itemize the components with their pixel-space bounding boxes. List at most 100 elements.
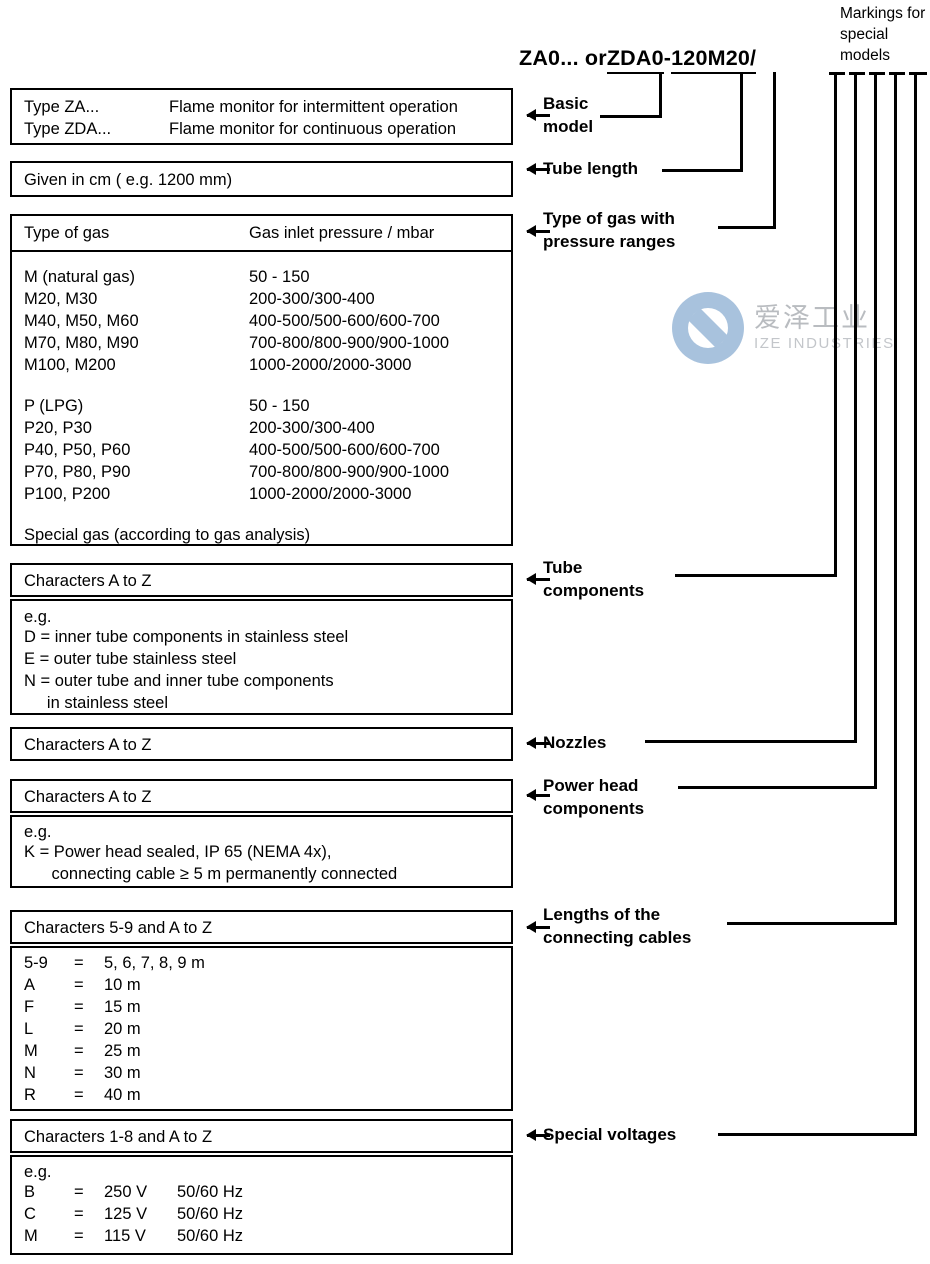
model-code-part-5: M20/ [707,46,757,74]
box-tube-components-header: Characters A to Z [10,563,513,597]
gas-row-8-c2: 400-500/500-600/600-700 [249,441,440,459]
basic-model-row-0-c1: Type ZA... [24,98,100,116]
special-voltages-header-c1: Characters 1-8 and A to Z [24,1128,213,1146]
gas-row-7-c1: P20, P30 [24,419,92,437]
connector-vline-power-head [874,72,877,788]
box-special-voltages-header: Characters 1-8 and A to Z [10,1119,513,1153]
cable-row-0-code: 5-9 [24,954,48,972]
drop-cap-1 [829,72,845,75]
cable-row-4-value: 25 m [104,1042,141,1060]
tube-components-line-4: in stainless steel [24,694,168,712]
cable-row-6-eq: = [74,1086,84,1104]
tube-components-line-2: E = outer tube stainless steel [24,650,237,668]
tube-length-row-0-c1: Given in cm ( e.g. 1200 mm) [24,171,233,189]
cable-row-3-eq: = [74,1020,84,1038]
label-tube-length: Tube length [543,159,639,178]
gas-row-3-c1: M70, M80, M90 [24,334,139,352]
power-head-line-0: e.g. [24,823,52,841]
cable-row-5-code: N [24,1064,36,1082]
cable-row-5-value: 30 m [104,1064,141,1082]
basic-model-row-0-c2: Flame monitor for intermittent operation [169,98,458,116]
label-tube-components: Tube components [543,558,645,600]
label-power-head: Power head components [543,776,645,818]
connector-vline-tube-length [740,72,743,171]
label-type-of-gas: Type of gas with pressure ranges [543,209,676,251]
cable-row-4-eq: = [74,1042,84,1060]
cable-row-5-eq: = [74,1064,84,1082]
model-code-part-2: - [663,46,672,70]
volt-row-2-voltage: 115 V [104,1227,146,1245]
drop-cap-5 [909,72,927,75]
watermark-logo-icon [672,292,744,364]
connector-hline-special-voltages [718,1133,917,1136]
cable-row-2-eq: = [74,998,84,1016]
arrow-power-head [526,789,550,801]
cable-lengths-header-c1: Characters 5-9 and A to Z [24,919,213,937]
gas-row-2-c1: M40, M50, M60 [24,312,139,330]
arrow-nozzles [526,737,550,749]
drop-cap-2 [849,72,865,75]
gas-row-10-c2: 1000-2000/2000-3000 [249,485,412,503]
gas-row-10-c1: P100, P200 [24,485,111,503]
arrow-cable-lengths [526,921,550,933]
box-cable-lengths-header: Characters 5-9 and A to Z [10,910,513,944]
cable-row-6-code: R [24,1086,36,1104]
power-head-line-2: connecting cable ≥ 5 m permanently conne… [24,865,398,883]
box-tube-length: Given in cm ( e.g. 1200 mm) [10,161,513,197]
box-nozzles: Characters A to Z [10,727,513,761]
tube-components-line-1: D = inner tube components in stainless s… [24,628,349,646]
model-code: ZA0... or ZDA0 - 120 M20/ [0,46,930,78]
cable-row-6-value: 40 m [104,1086,141,1104]
power-head-line-1: K = Power head sealed, IP 65 (NEMA 4x), [24,843,332,861]
drop-cap-3 [869,72,885,75]
model-code-part-0: ZA0... or [519,46,607,70]
volt-row-0-freq: 50/60 Hz [177,1183,244,1201]
cable-row-2-code: F [24,998,35,1016]
connector-hline-type-of-gas [718,226,776,229]
volt-row-2-code: M [24,1227,38,1245]
label-nozzles: Nozzles [543,733,607,752]
tube-components-header-c1: Characters A to Z [24,572,152,590]
volt-row-0-code: B [24,1183,36,1201]
basic-model-row-1-c2: Flame monitor for continuous operation [169,120,457,138]
power-head-header-c1: Characters A to Z [24,788,152,806]
arrow-type-of-gas [526,225,550,237]
connector-vline-nozzles [854,72,857,742]
type-of-gas-header: Type of gas Gas inlet pressure / mbar [12,216,511,252]
cable-row-4-code: M [24,1042,38,1060]
gas-row-2-c2: 400-500/500-600/600-700 [249,312,440,330]
connector-hline-cable-lengths [727,922,897,925]
gas-row-4-c1: M100, M200 [24,356,116,374]
type-of-gas-header-c1: Type of gas [24,224,110,242]
gas-row-4-c2: 1000-2000/2000-3000 [249,356,412,374]
label-special-voltages: Special voltages [543,1125,677,1144]
gas-row-0-c1: M (natural gas) [24,268,135,286]
box-tube-components-body: e.g. D = inner tube components in stainl… [10,599,513,715]
gas-row-7-c2: 200-300/300-400 [249,419,375,437]
label-basic-model: Basic model [543,94,594,136]
gas-row-6-c1: P (LPG) [24,397,84,415]
markings-note: Markings for special models [840,5,926,64]
label-cable-lengths: Lengths of the connecting cables [543,905,692,947]
volt-row-1-eq: = [74,1205,84,1223]
arrow-tube-length [526,163,550,175]
model-code-part-1: ZDA0 [606,46,664,74]
volt-row-0-voltage: 250 V [104,1183,148,1201]
cable-row-1-eq: = [74,976,84,994]
connector-hline-basic-model [600,115,662,118]
volt-row-2-freq: 50/60 Hz [177,1227,244,1245]
gas-row-6-c2: 50 - 150 [249,397,310,415]
gas-row-9-c2: 700-800/800-900/900-1000 [249,463,450,481]
type-of-gas-header-c2: Gas inlet pressure / mbar [249,224,435,242]
connector-hline-nozzles [645,740,857,743]
arrow-tube-components [526,573,550,585]
box-power-head-body: e.g. K = Power head sealed, IP 65 (NEMA … [10,815,513,888]
connector-vline-tube-components [834,72,837,576]
drop-cap-4 [889,72,905,75]
cable-row-1-code: A [24,976,36,994]
cable-row-2-value: 15 m [104,998,141,1016]
volt-row-0-eq: = [74,1183,84,1201]
connector-vline-type-of-gas [773,72,776,228]
gas-row-3-c2: 700-800/800-900/900-1000 [249,334,450,352]
volt-row-1-voltage: 125 V [104,1205,148,1223]
